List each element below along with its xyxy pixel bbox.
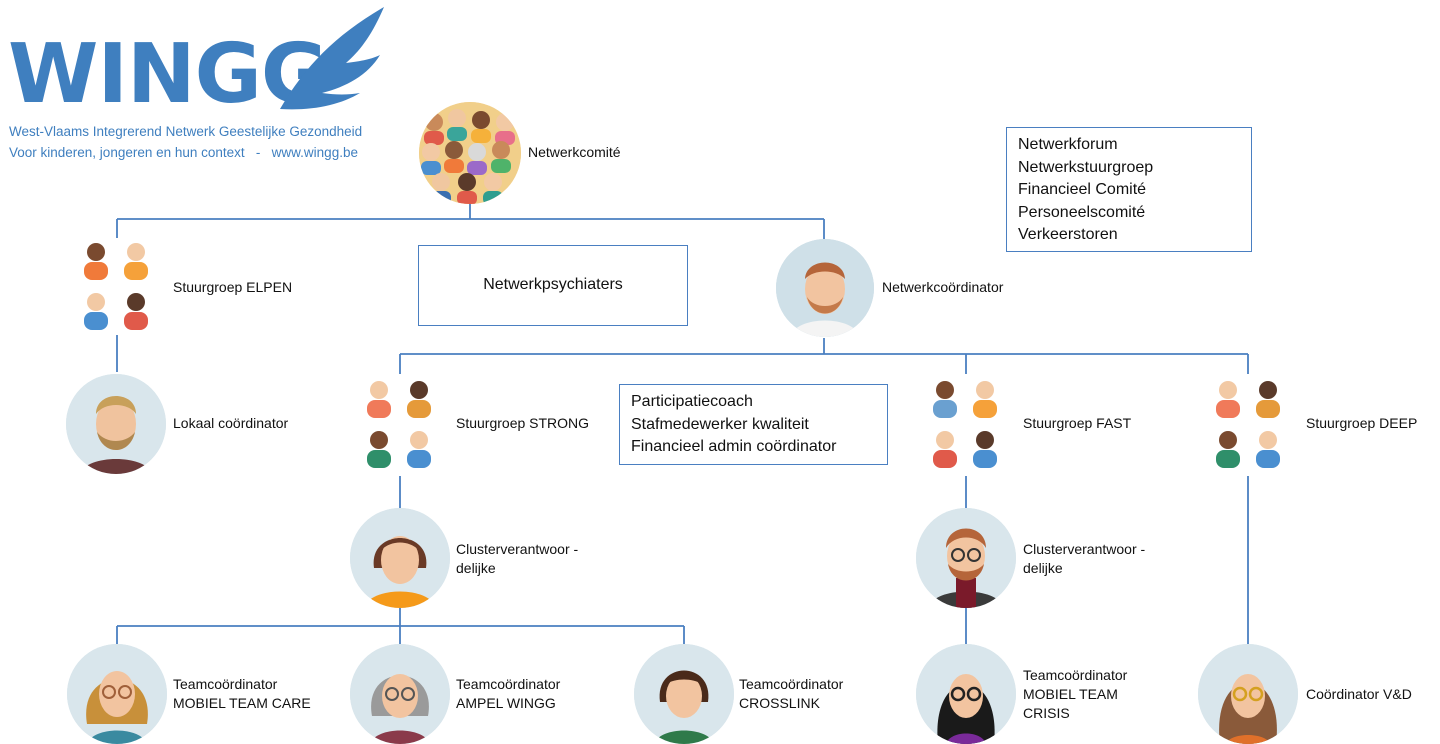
netwerkcoordinator-avatar [776, 239, 874, 337]
forum-item: Verkeerstoren [1018, 226, 1118, 243]
cluster-fast-line: Clusterverantwoor - [1023, 541, 1146, 557]
staff-item: Participatiecoach [631, 393, 753, 410]
team-ampel-label: Teamcoördinator AMPEL WINGG [456, 675, 560, 713]
cluster-fast-label: Clusterverantwoor - delijke [1023, 540, 1145, 578]
team-crosslink-line: CROSSLINK [739, 695, 820, 711]
coordinator-vd-label: Coördinator V&D [1306, 686, 1412, 702]
team-ampel-line: AMPEL WINGG [456, 695, 556, 711]
stuurgroep-elpen-label: Stuurgroep ELPEN [173, 279, 293, 295]
stuurgroep-deep-label: Stuurgroep DEEP [1306, 415, 1418, 431]
team-crosslink-label: Teamcoördinator CROSSLINK [739, 675, 843, 713]
forum-item: Personeelscomité [1018, 203, 1146, 221]
team-ampel-line: Teamcoördinator [456, 676, 561, 692]
team-care-label: Teamcoördinator MOBIEL TEAM CARE [173, 675, 311, 713]
lokaal-coordinator-label: Lokaal coördinator [173, 415, 289, 431]
team-care-line: MOBIEL TEAM CARE [173, 695, 311, 711]
forum-item: Financieel Comité [1018, 181, 1147, 198]
team-ampel-avatar [350, 644, 450, 744]
logo-tagline-2: Voor kinderen, jongeren en hun context -… [9, 145, 358, 160]
cluster-fast-line: delijke [1023, 560, 1063, 576]
cluster-fast-avatar [916, 508, 1016, 608]
team-crisis-line: MOBIEL TEAM [1023, 686, 1118, 702]
stuurgroep-strong-group-avatar [349, 374, 453, 474]
staff-list-box: Participatiecoach Stafmedewerker kwalite… [619, 384, 888, 465]
team-crisis-label: Teamcoördinator MOBIEL TEAM CRISIS [1023, 666, 1127, 723]
team-care-line: Teamcoördinator [173, 676, 278, 692]
netwerkpsychiaters-box: Netwerkpsychiaters [418, 245, 688, 326]
cluster-strong-line: Clusterverantwoor - [456, 541, 579, 557]
netwerkcomite-crowd-avatar [419, 102, 521, 204]
team-crisis-line: CRISIS [1023, 705, 1070, 721]
lokaal-coordinator-avatar [66, 374, 166, 474]
team-crosslink-line: Teamcoördinator [739, 676, 844, 692]
netwerkcomite-label: Netwerkcomité [528, 144, 621, 160]
team-care-avatar [67, 644, 167, 744]
staff-item: Stafmedewerker kwaliteit [631, 415, 809, 433]
stuurgroep-fast-group-avatar [915, 374, 1019, 474]
stuurgroep-deep-group-avatar [1198, 374, 1302, 474]
stuurgroep-strong-label: Stuurgroep STRONG [456, 415, 590, 431]
cluster-strong-avatar [350, 508, 450, 608]
forum-item: Netwerkforum [1018, 136, 1118, 153]
team-crosslink-avatar [634, 644, 734, 744]
team-crisis-line: Teamcoördinator [1023, 667, 1128, 683]
staff-item: Financieel admin coördinator [631, 438, 837, 455]
cluster-strong-line: delijke [456, 560, 496, 576]
cluster-strong-label: Clusterverantwoor - delijke [456, 540, 578, 578]
coordinator-vd-avatar [1198, 644, 1298, 744]
team-crisis-avatar [916, 644, 1016, 744]
forum-list-box: Netwerkforum Netwerkstuurgroep Financiee… [1006, 127, 1252, 252]
stuurgroep-elpen-group-avatar [66, 236, 170, 336]
logo-wordmark: WINGG [8, 27, 328, 122]
netwerkcoordinator-label: Netwerkcoördinator [882, 279, 1004, 295]
stuurgroep-fast-label: Stuurgroep FAST [1023, 415, 1132, 431]
forum-item: Netwerkstuurgroep [1018, 158, 1154, 176]
wing-icon [280, 7, 384, 110]
netwerkpsychiaters-label: Netwerkpsychiaters [483, 276, 623, 294]
logo-tagline-1: West-Vlaams Integrerend Netwerk Geesteli… [9, 124, 363, 139]
